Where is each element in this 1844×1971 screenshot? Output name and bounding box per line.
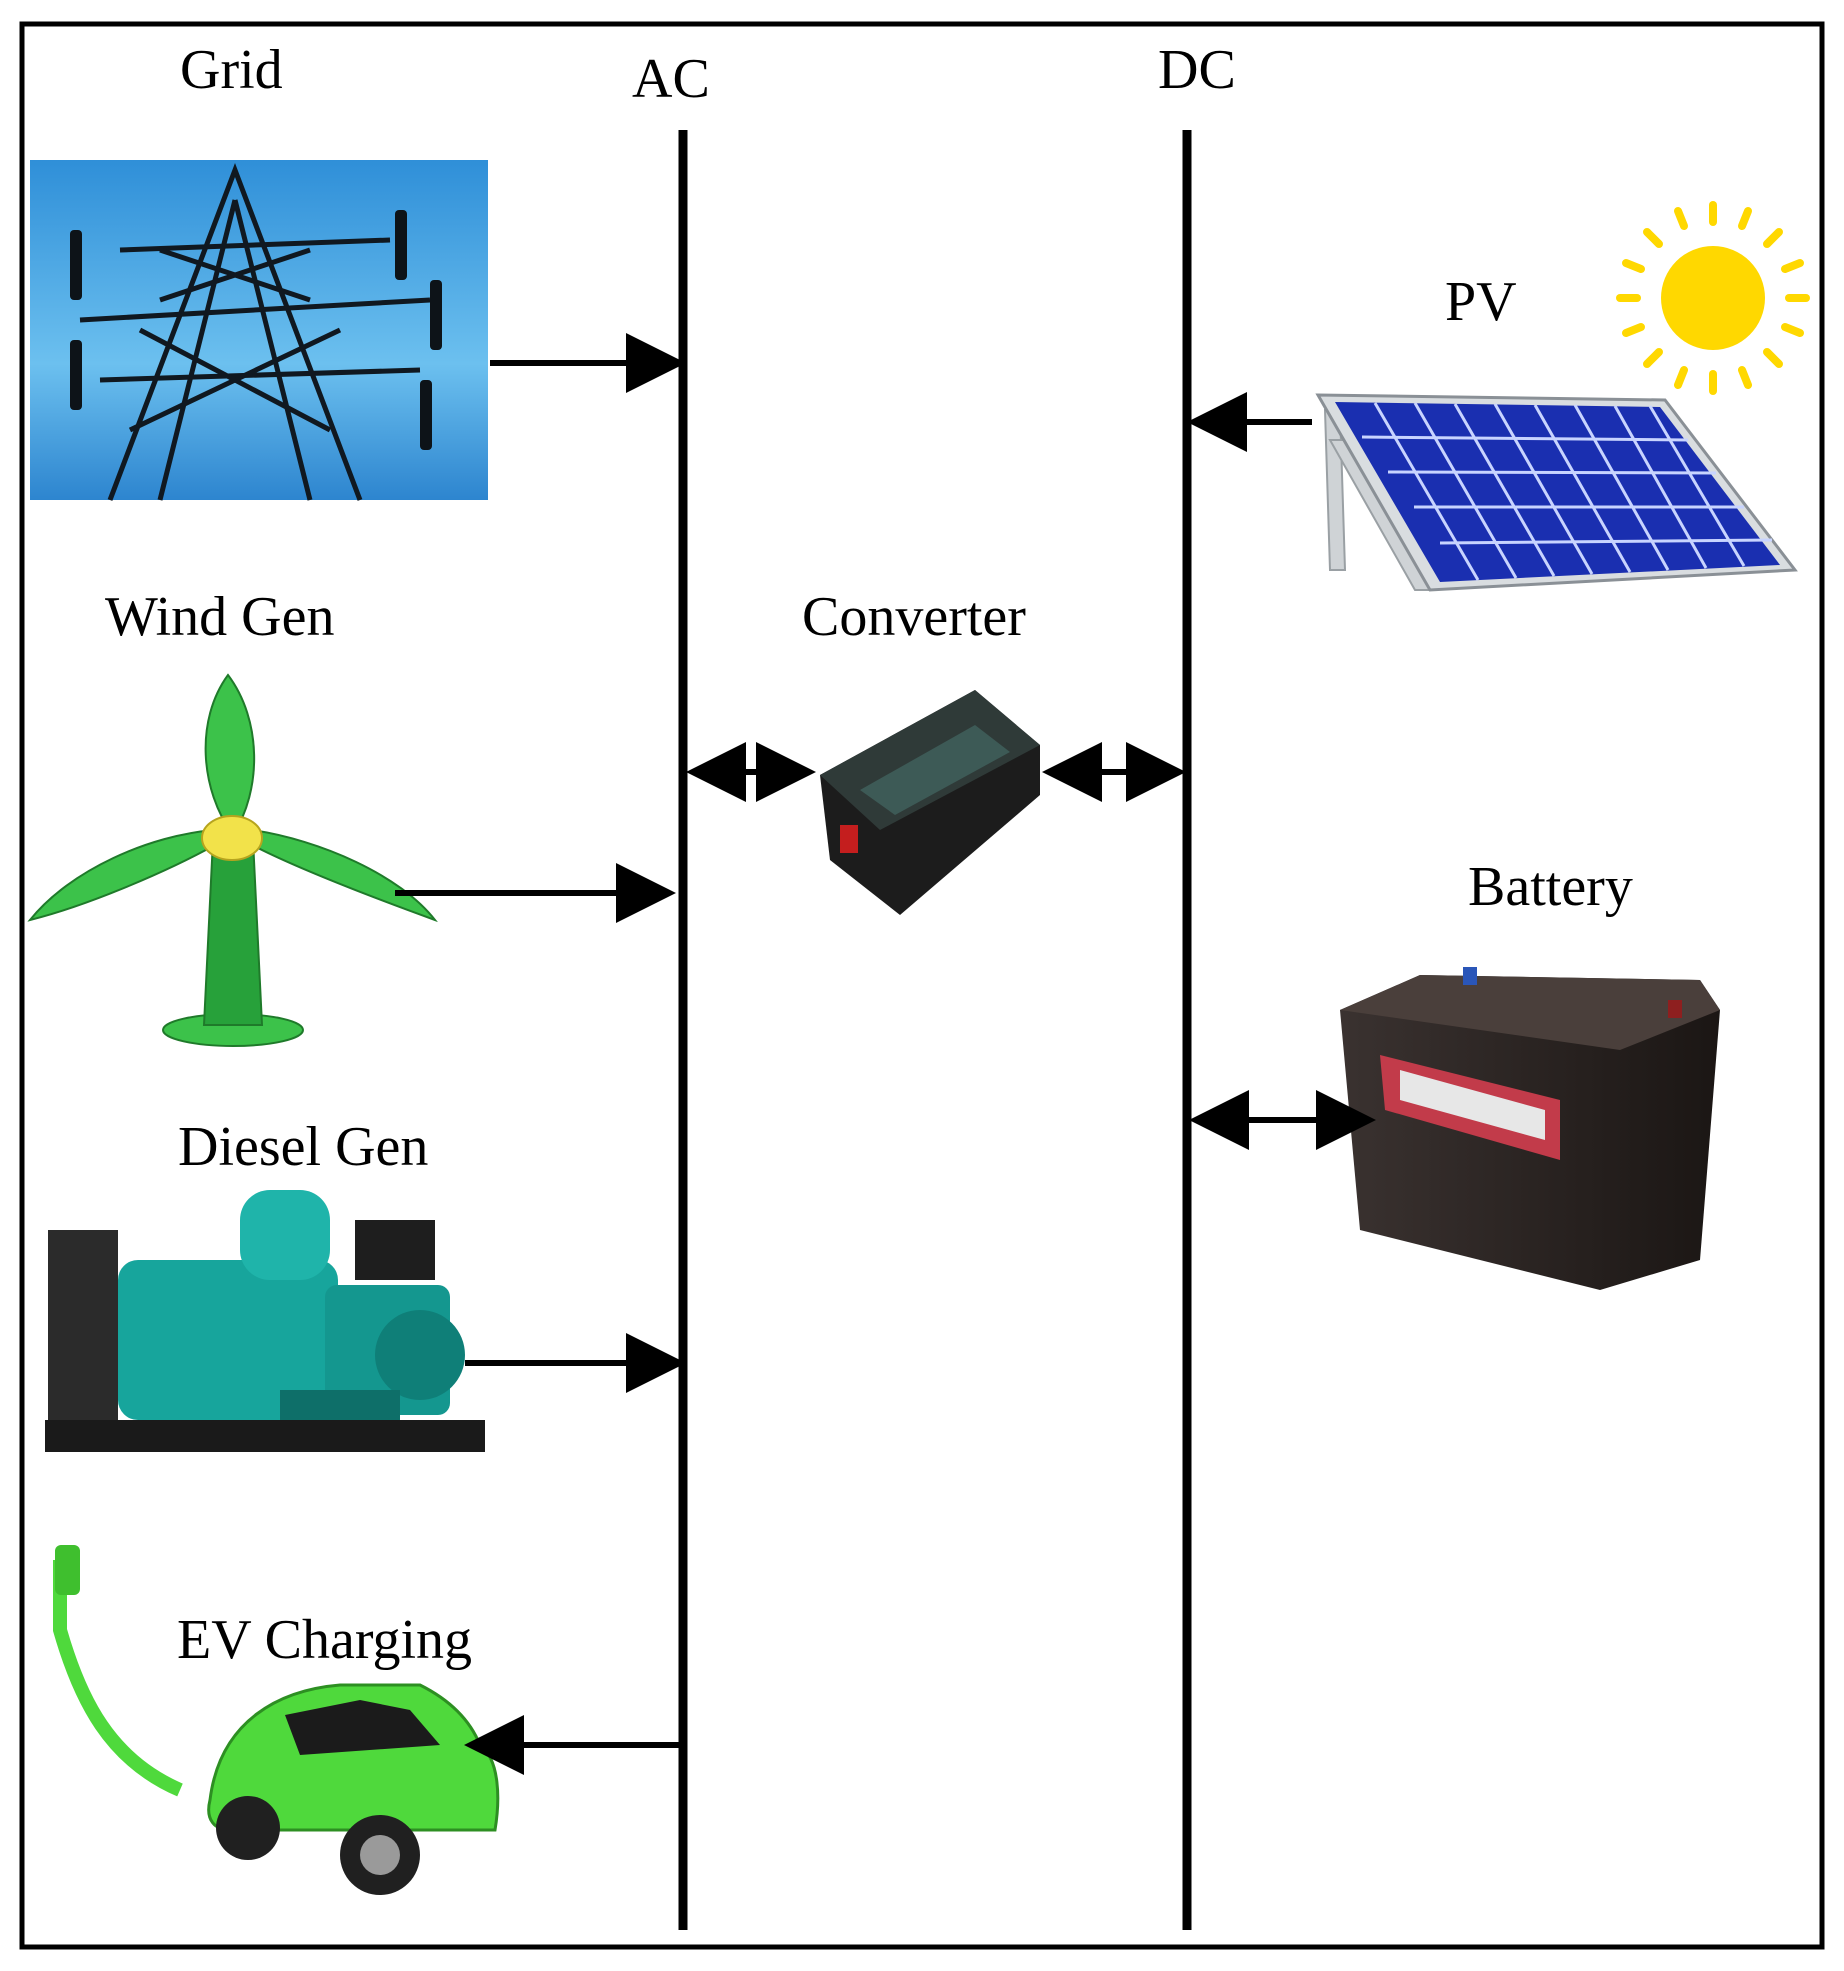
ac-bus-label: AC: [632, 48, 710, 110]
inverter-icon: [820, 690, 1040, 915]
wind-gen-label: Wind Gen: [105, 586, 334, 648]
battery-icon: [1340, 967, 1720, 1290]
wind-turbine-icon: [27, 673, 438, 1047]
dc-bus-label: DC: [1158, 39, 1236, 101]
diesel-gen-label: Diesel Gen: [178, 1116, 428, 1178]
diagram-frame: [19, 21, 1825, 1950]
sun-icon: [1616, 201, 1810, 395]
ev-car-icon: [53, 1545, 500, 1895]
diesel-generator-icon: [45, 1190, 485, 1452]
transmission-tower-icon: [30, 160, 488, 501]
grid-label: Grid: [180, 39, 283, 101]
ev-charging-label: EV Charging: [177, 1609, 472, 1671]
battery-label: Battery: [1468, 856, 1633, 918]
pv-label: PV: [1445, 271, 1517, 333]
solar-panel-icon: [1315, 393, 1798, 592]
converter-label: Converter: [802, 586, 1026, 648]
